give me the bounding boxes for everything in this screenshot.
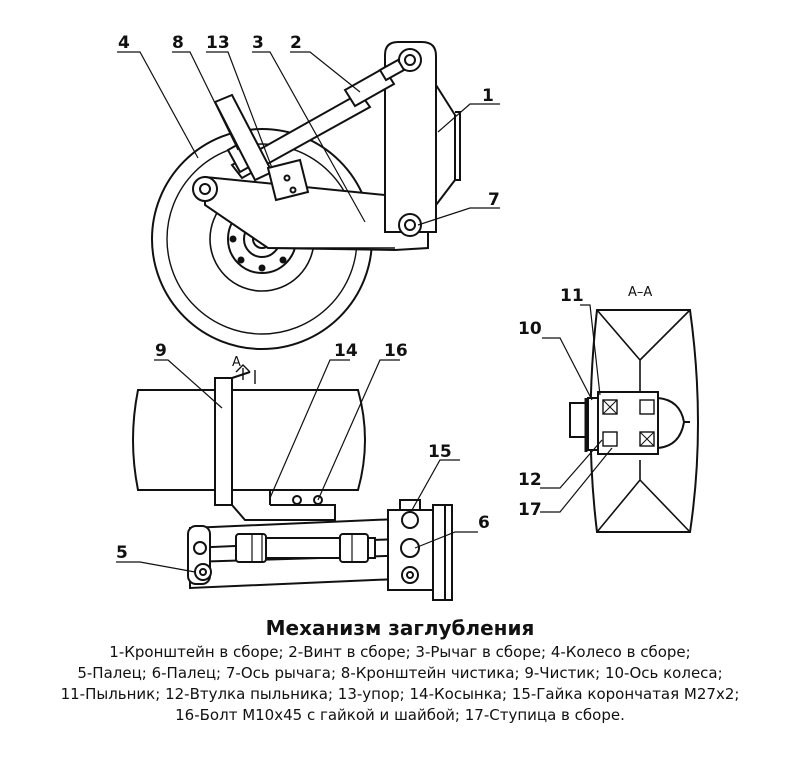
legend-line-1: 1-Кронштейн в сборе; 2-Винт в сборе; 3-Р… (109, 643, 691, 661)
callout-17: 17 (518, 500, 542, 520)
scraper-bracket-side-view (213, 93, 310, 202)
callout-12: 12 (518, 470, 542, 490)
callout-labels: 1 2 3 4 5 6 7 8 9 10 11 12 13 14 15 16 1… (116, 33, 652, 563)
callout-15: 15 (428, 442, 452, 462)
section-a-a-view (569, 309, 699, 533)
screw-side-view (226, 58, 406, 180)
caption: Механизм заглубления 1-Кронштейн в сборе… (0, 612, 800, 726)
screw-top-view (235, 533, 376, 563)
callout-9: 9 (155, 341, 167, 361)
callout-2: 2 (290, 33, 302, 53)
callout-3: 3 (252, 33, 264, 53)
section-marker (235, 364, 256, 384)
callout-4: 4 (118, 33, 130, 53)
legend-line-2: 5-Палец; 6-Палец; 7-Ось рычага; 8-Кроншт… (77, 664, 723, 682)
legend-line-4: 16-Болт М10х45 с гайкой и шайбой; 17-Сту… (175, 706, 625, 724)
callout-10: 10 (518, 319, 542, 339)
callout-5: 5 (116, 543, 128, 563)
callout-7: 7 (488, 190, 500, 210)
callout-13: 13 (206, 33, 230, 53)
callout-11: 11 (560, 286, 584, 306)
callout-1: 1 (482, 86, 494, 106)
legend-line-3: 11-Пыльник; 12-Втулка пыльника; 13-упор;… (60, 685, 740, 703)
bracket-side-view (384, 41, 461, 237)
callout-6: 6 (478, 513, 490, 533)
callout-8: 8 (172, 33, 184, 53)
wheel-top-view (132, 389, 366, 491)
callout-16: 16 (384, 341, 408, 361)
leader-lines (116, 51, 613, 573)
section-label: А–А (628, 285, 652, 300)
callout-14: 14 (334, 341, 358, 361)
scraper-top-view (214, 371, 336, 521)
caption-title: Механизм заглубления (265, 616, 535, 640)
section-marker-label: А (232, 355, 241, 370)
mechanism-drawing: 1 2 3 4 5 6 7 8 9 10 11 12 13 14 15 16 1… (116, 33, 699, 601)
bracket-top-view (387, 499, 453, 601)
